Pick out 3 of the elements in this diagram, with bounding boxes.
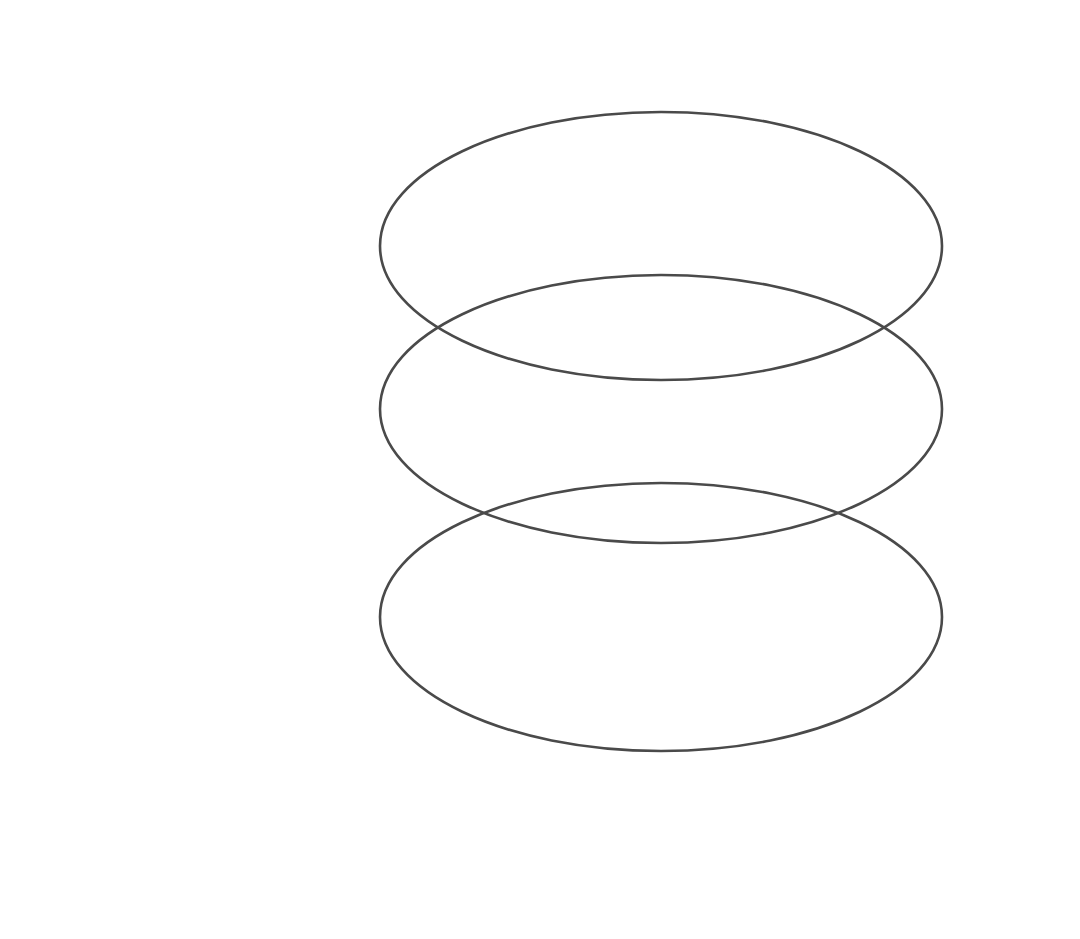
ellipse <box>378 273 944 545</box>
ellipse <box>378 481 944 753</box>
ellipse <box>378 110 944 382</box>
